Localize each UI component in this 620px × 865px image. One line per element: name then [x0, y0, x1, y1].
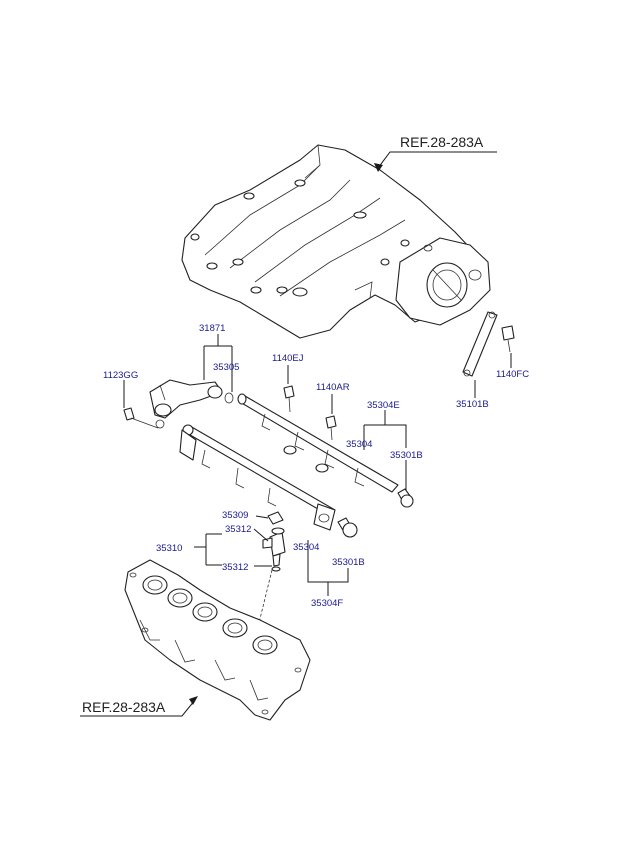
label-1140ar: 1140AR	[316, 382, 350, 393]
part-labels: 31871 35305 1123GG 1140EJ 1140AR 35304E …	[103, 323, 529, 609]
leader-lines	[123, 334, 407, 596]
crossover-pipe-31871	[123, 379, 234, 429]
intake-manifold-upper	[181, 144, 491, 339]
label-1123gg: 1123GG	[103, 370, 138, 381]
lower-reference-callout: REF.28-283A	[80, 696, 198, 717]
label-1140fc: 1140FC	[496, 369, 529, 380]
label-35301b-upper: 35301B	[390, 450, 423, 461]
label-35312-upper: 35312	[225, 524, 251, 535]
upper-reference-callout: REF.28-283A	[374, 134, 497, 172]
label-31871: 31871	[199, 323, 225, 334]
label-1140ej: 1140EJ	[272, 353, 304, 364]
fuel-rail-lower	[179, 424, 358, 538]
label-35301b-lower: 35301B	[332, 557, 365, 568]
reference-label-upper: REF.28-283A	[400, 134, 484, 150]
reference-label-lower: REF.28-283A	[82, 699, 166, 715]
bracket-35101b	[462, 311, 498, 398]
fuel-rail-upper	[237, 393, 414, 508]
label-35312-lower: 35312	[222, 562, 248, 573]
label-35304f: 35304F	[311, 598, 343, 609]
label-35101b: 35101B	[456, 399, 489, 410]
injector-35310	[239, 511, 286, 701]
bolt-1140fc	[501, 325, 515, 368]
intake-manifold-lower	[124, 559, 311, 721]
bolt-1140ej	[283, 365, 295, 413]
label-35304-lower: 35304	[293, 542, 319, 553]
label-35304e: 35304E	[367, 400, 400, 411]
label-35304-upper: 35304	[346, 439, 372, 450]
label-35310: 35310	[156, 543, 182, 554]
bolt-1140ar	[325, 394, 337, 441]
label-35309: 35309	[222, 510, 248, 521]
label-35305: 35305	[213, 362, 239, 373]
